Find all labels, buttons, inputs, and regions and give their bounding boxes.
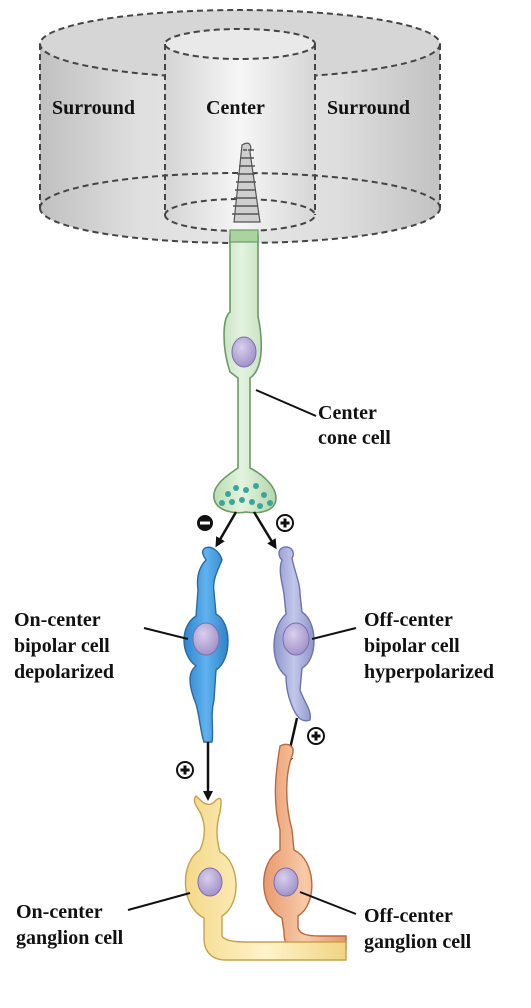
- surround-left-label: Surround: [52, 97, 136, 119]
- off-bipolar-label-line1: Off-center: [364, 609, 453, 631]
- arrow-cone-to-on-bipolar: [215, 511, 238, 548]
- cone-label-line1: Center: [318, 402, 377, 424]
- sign-cone-off-bipolar: [276, 514, 294, 532]
- off-bipolar-label-line2: bipolar cell: [364, 635, 460, 657]
- off-ganglion-label-line1: Off-center: [364, 905, 453, 927]
- on-ganglion-nucleus: [197, 867, 223, 897]
- surround-right-label: Surround: [327, 97, 411, 119]
- off-center-bipolar-cell: [273, 546, 315, 722]
- on-ganglion-label-line2: ganglion cell: [16, 927, 124, 949]
- cone-label-pointer: [255, 389, 317, 417]
- off-bipolar-label-pointer: [311, 627, 357, 640]
- on-bipolar-label-line3: depolarized: [14, 661, 114, 683]
- center-cone-cell: [213, 142, 277, 514]
- off-ganglion-label-line2: ganglion cell: [364, 931, 472, 953]
- off-ganglion-label-pointer: [299, 891, 357, 915]
- arrow-cone-to-off-bipolar: [252, 511, 277, 550]
- cone-nucleus: [231, 336, 257, 368]
- off-ganglion-nucleus: [273, 867, 299, 897]
- on-center-ganglion-cell: [184, 795, 347, 961]
- off-center-ganglion-cell: [263, 743, 347, 951]
- on-bipolar-label-line2: bipolar cell: [14, 635, 110, 657]
- off-bipolar-nucleus: [282, 622, 310, 656]
- off-bipolar-label-line3: hyperpolarized: [364, 661, 494, 683]
- on-ganglion-label-pointer: [127, 892, 191, 911]
- sign-off-bipolar-ganglion: [307, 727, 325, 745]
- on-bipolar-nucleus: [192, 622, 220, 656]
- on-bipolar-label-line1: On-center: [14, 609, 101, 631]
- center-label: Center: [206, 97, 265, 119]
- receptive-field-cylinder: [39, 9, 441, 244]
- cone-outer-segment: [232, 142, 261, 223]
- sign-on-bipolar-ganglion: [176, 761, 194, 779]
- on-bipolar-label-pointer: [143, 627, 189, 640]
- sign-cone-on-bipolar: [197, 515, 213, 531]
- cone-label-line2: cone cell: [318, 427, 391, 449]
- on-ganglion-label-line1: On-center: [16, 901, 103, 923]
- cone-vesicles: [219, 483, 273, 509]
- on-center-bipolar-cell: [183, 546, 229, 743]
